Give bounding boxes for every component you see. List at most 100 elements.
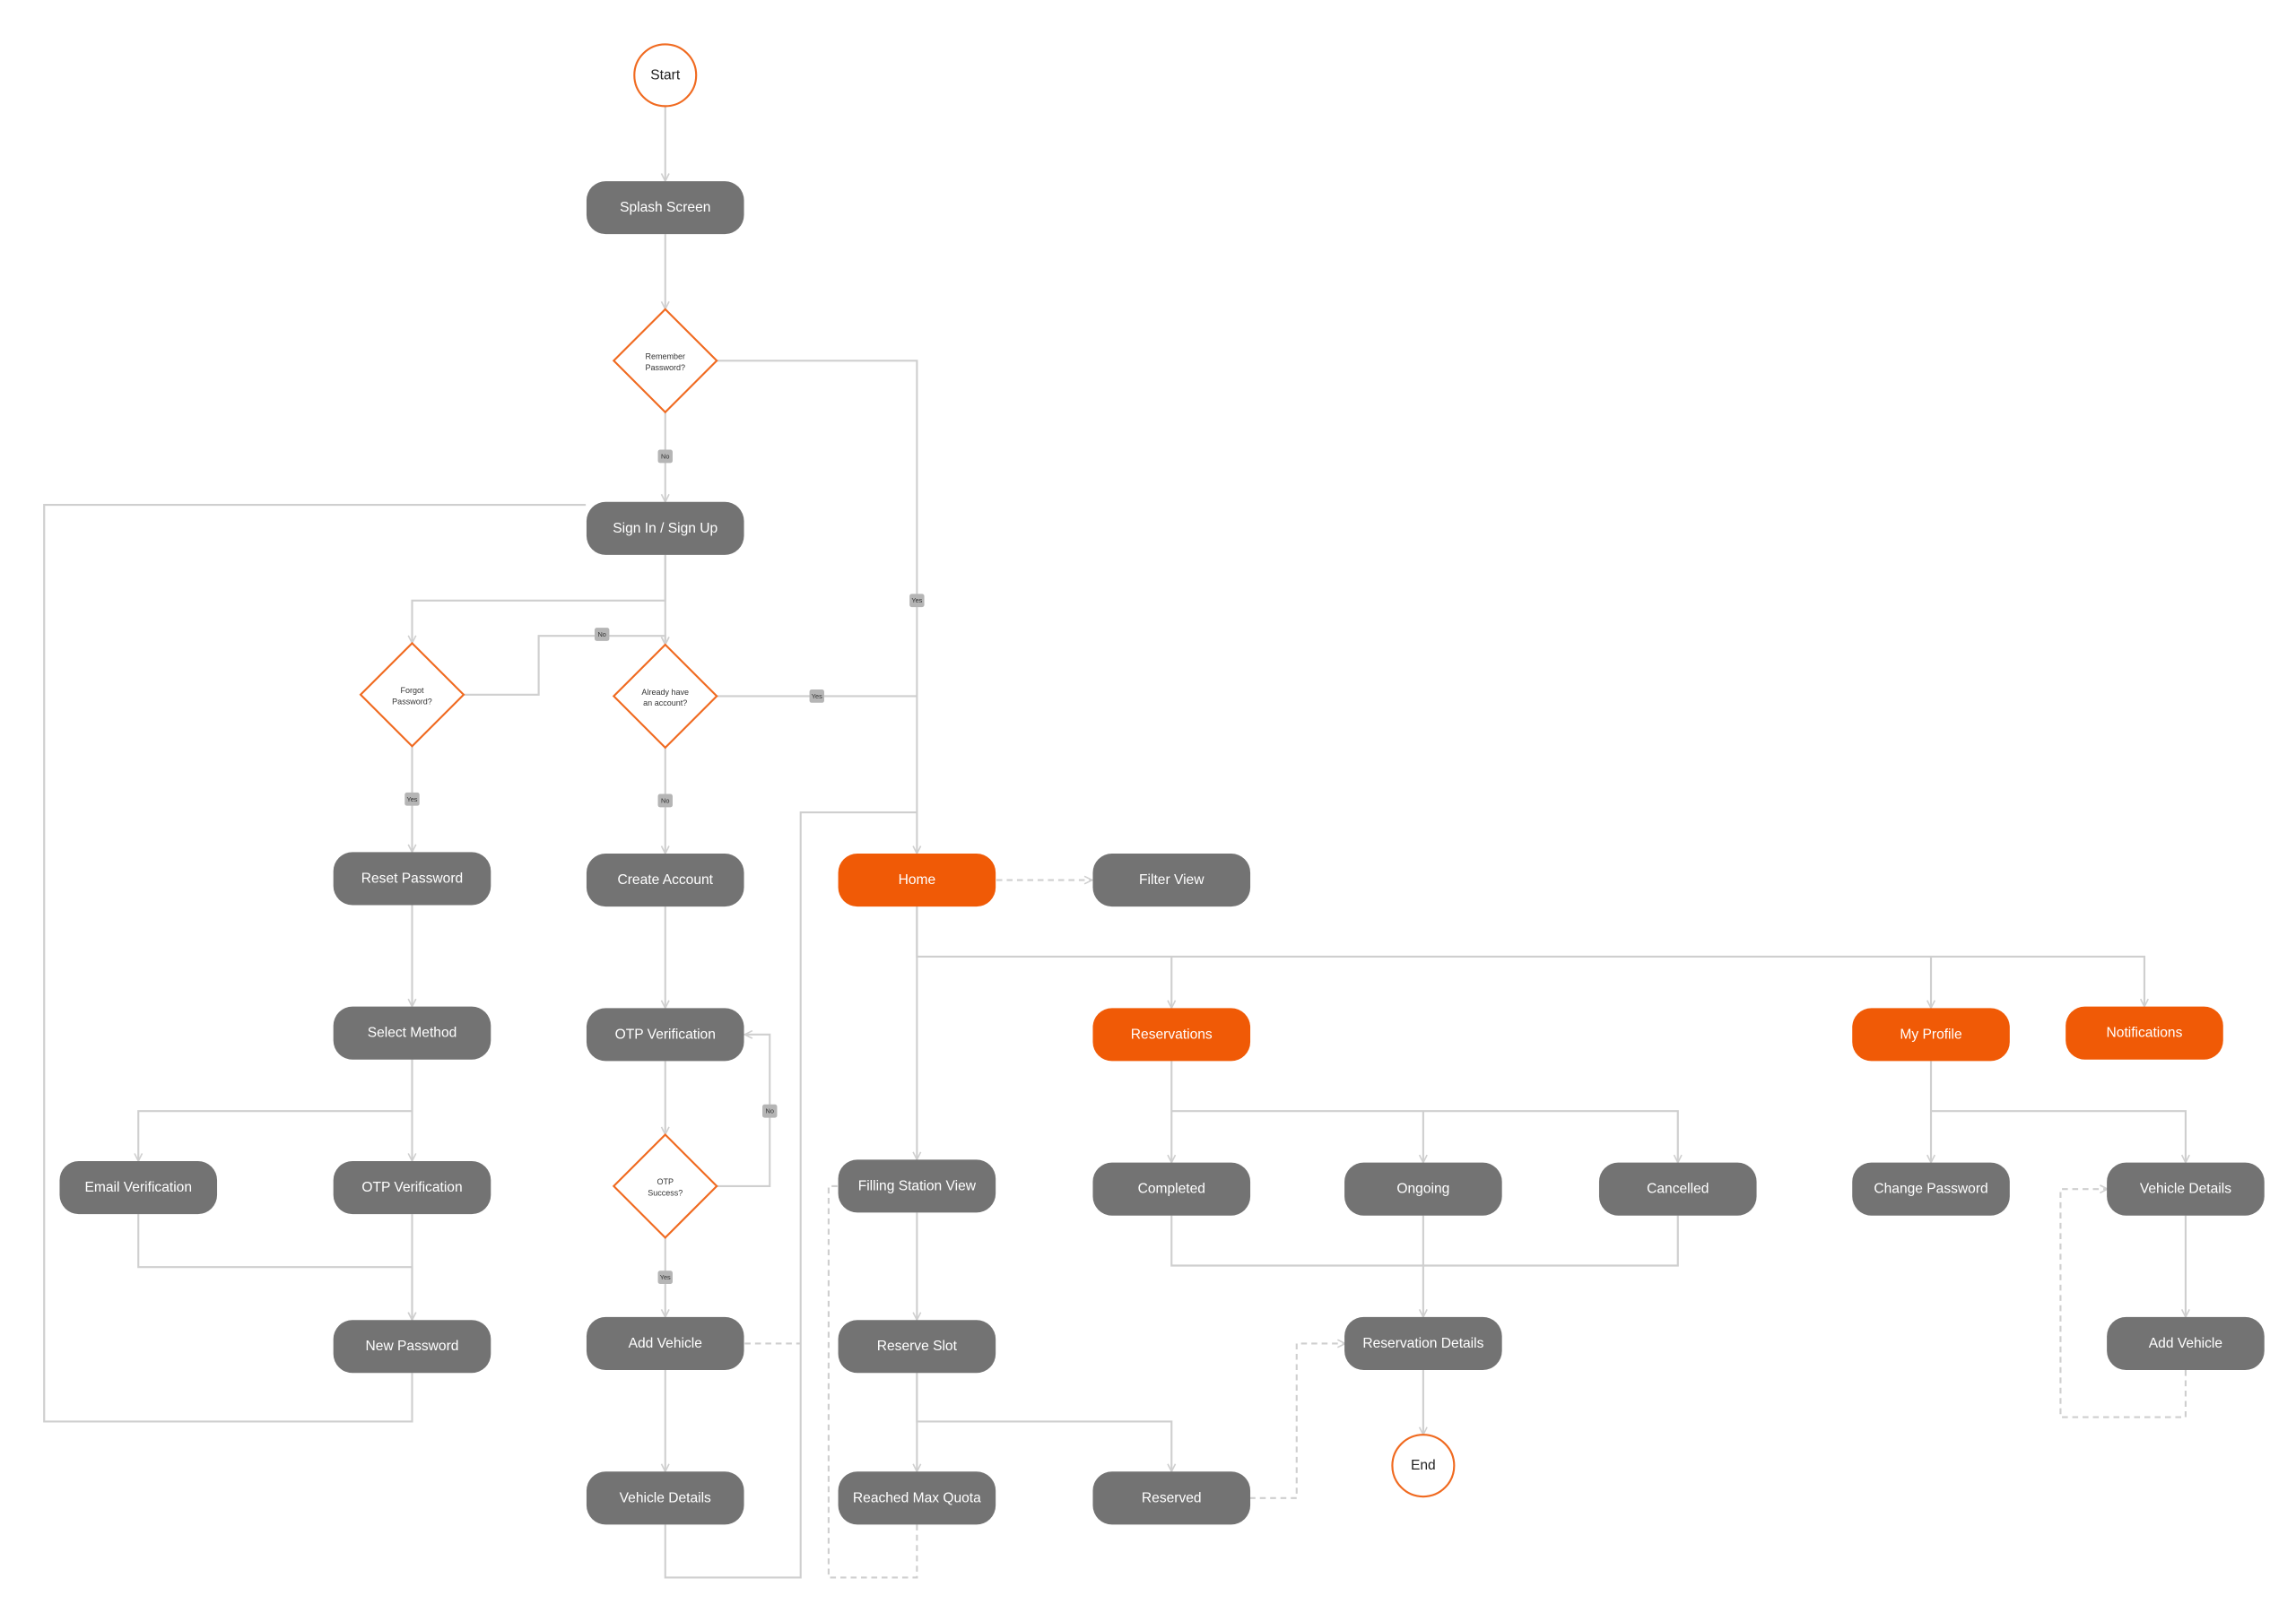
node-home[interactable]: Home [838,854,996,907]
decision-label: Forgot [400,686,424,695]
node-box [333,1320,491,1374]
node-box [1092,1162,1251,1216]
terminal-circle [1391,1434,1456,1498]
edge-signin-to-forgot [412,554,666,643]
edge-reserved-to-resdetails [1249,1343,1345,1499]
node-splash-screen[interactable]: Splash Screen [586,181,744,235]
node-filter-view[interactable]: Filter View [1092,854,1251,907]
node-label: Vehicle Details [620,1490,711,1505]
node-box [1092,1471,1251,1525]
node-label: Select Method [368,1026,457,1041]
node-sign-in[interactable]: Sign In / Sign Up [586,501,744,555]
node-profile-vehicle-details[interactable]: Vehicle Details [2107,1162,2265,1216]
node-label: Notifications [2107,1026,2183,1041]
node-my-profile[interactable]: My Profile [1852,1008,2010,1062]
node-label: Add Vehicle [629,1336,702,1351]
node-box [1598,1162,1757,1216]
node-reservation-details[interactable]: Reservation Details [1344,1316,1502,1371]
node-box [333,852,491,906]
decision-label: Password? [392,697,432,706]
decision-label: an account? [643,698,687,707]
terminal-end[interactable]: End [1391,1434,1456,1498]
edge-new-to-signin [43,504,587,1423]
node-label: Home [899,872,936,888]
node-box [59,1160,218,1215]
decision-diamond [612,1132,718,1239]
edge-label-box [594,628,610,641]
node-label: Ongoing [1396,1182,1449,1197]
node-box [838,1471,996,1525]
node-label: Create Account [617,872,713,888]
edge-label-forgot-no: No [594,628,610,641]
edge-label-text: Yes [911,596,922,604]
node-select-method[interactable]: Select Method [333,1006,491,1060]
node-label: Completed [1138,1182,1205,1197]
edge-add-to-vehicle-loop [2059,1189,2187,1418]
edge-label-box [657,793,673,808]
edge-label-box [657,449,673,464]
terminal-label: Start [650,67,681,82]
decision-diamond [612,308,718,414]
node-email-verification[interactable]: Email Verification [59,1160,218,1215]
node-label: Reached Max Quota [853,1490,981,1505]
node-completed[interactable]: Completed [1092,1162,1251,1216]
node-box [838,1320,996,1374]
edge-label-box [657,1270,673,1285]
node-box [586,1008,744,1062]
node-box [838,854,996,907]
node-vehicle-details[interactable]: Vehicle Details [586,1471,744,1525]
node-filling-station-view[interactable]: Filling Station View [838,1159,996,1213]
edge-forgot-to-already [463,635,665,696]
node-otp-verification-reset[interactable]: OTP Verification [333,1160,491,1215]
node-label: New Password [366,1339,459,1354]
node-box [2107,1316,2265,1371]
node-new-password[interactable]: New Password [333,1320,491,1374]
edge-label-text: Yes [660,1273,671,1281]
node-reserve-slot[interactable]: Reserve Slot [838,1320,996,1374]
node-change-password[interactable]: Change Password [1852,1162,2010,1216]
node-ongoing[interactable]: Ongoing [1344,1162,1502,1216]
edge-label-box [404,792,420,806]
terminal-circle [633,43,698,108]
node-box [1344,1162,1502,1216]
node-reset-password[interactable]: Reset Password [333,852,491,906]
node-label: OTP Verification [615,1027,716,1042]
edge-select-to-email [138,1059,413,1161]
node-reservations[interactable]: Reservations [1092,1008,1251,1062]
node-notifications[interactable]: Notifications [2066,1006,2223,1060]
node-label: Splash Screen [620,200,710,215]
edge-label-box [809,689,824,703]
edge-filling-dashed-loop [827,1184,918,1579]
node-label: Reserve Slot [877,1339,958,1354]
node-box [838,1159,996,1213]
node-reached-max-quota[interactable]: Reached Max Quota [838,1471,996,1525]
terminal-start[interactable]: Start [633,43,698,108]
node-otp-verification-signup[interactable]: OTP Verification [586,1008,744,1062]
edges-layer [43,106,2187,1579]
node-label: Filter View [1139,872,1205,888]
node-profile-add-vehicle[interactable]: Add Vehicle [2107,1316,2265,1371]
edge-label-text: Yes [406,795,417,803]
edge-label-remember-yes: Yes [909,594,925,608]
decision-label: Success? [648,1189,683,1198]
edge-addvehicle-trunk [799,811,918,1344]
node-box [586,181,744,235]
decision-diamond [612,643,718,750]
decision-label: Password? [645,363,685,372]
edge-reserve-to-reserved [916,1373,1171,1471]
node-create-account[interactable]: Create Account [586,854,744,907]
node-label: OTP Verification [361,1180,462,1195]
node-box [586,1471,744,1525]
node-add-vehicle[interactable]: Add Vehicle [586,1316,744,1371]
node-reserved[interactable]: Reserved [1092,1471,1251,1525]
node-cancelled[interactable]: Cancelled [1598,1162,1757,1216]
node-box [586,854,744,907]
node-label: Sign In / Sign Up [613,521,718,536]
decision-diamond [359,641,465,748]
